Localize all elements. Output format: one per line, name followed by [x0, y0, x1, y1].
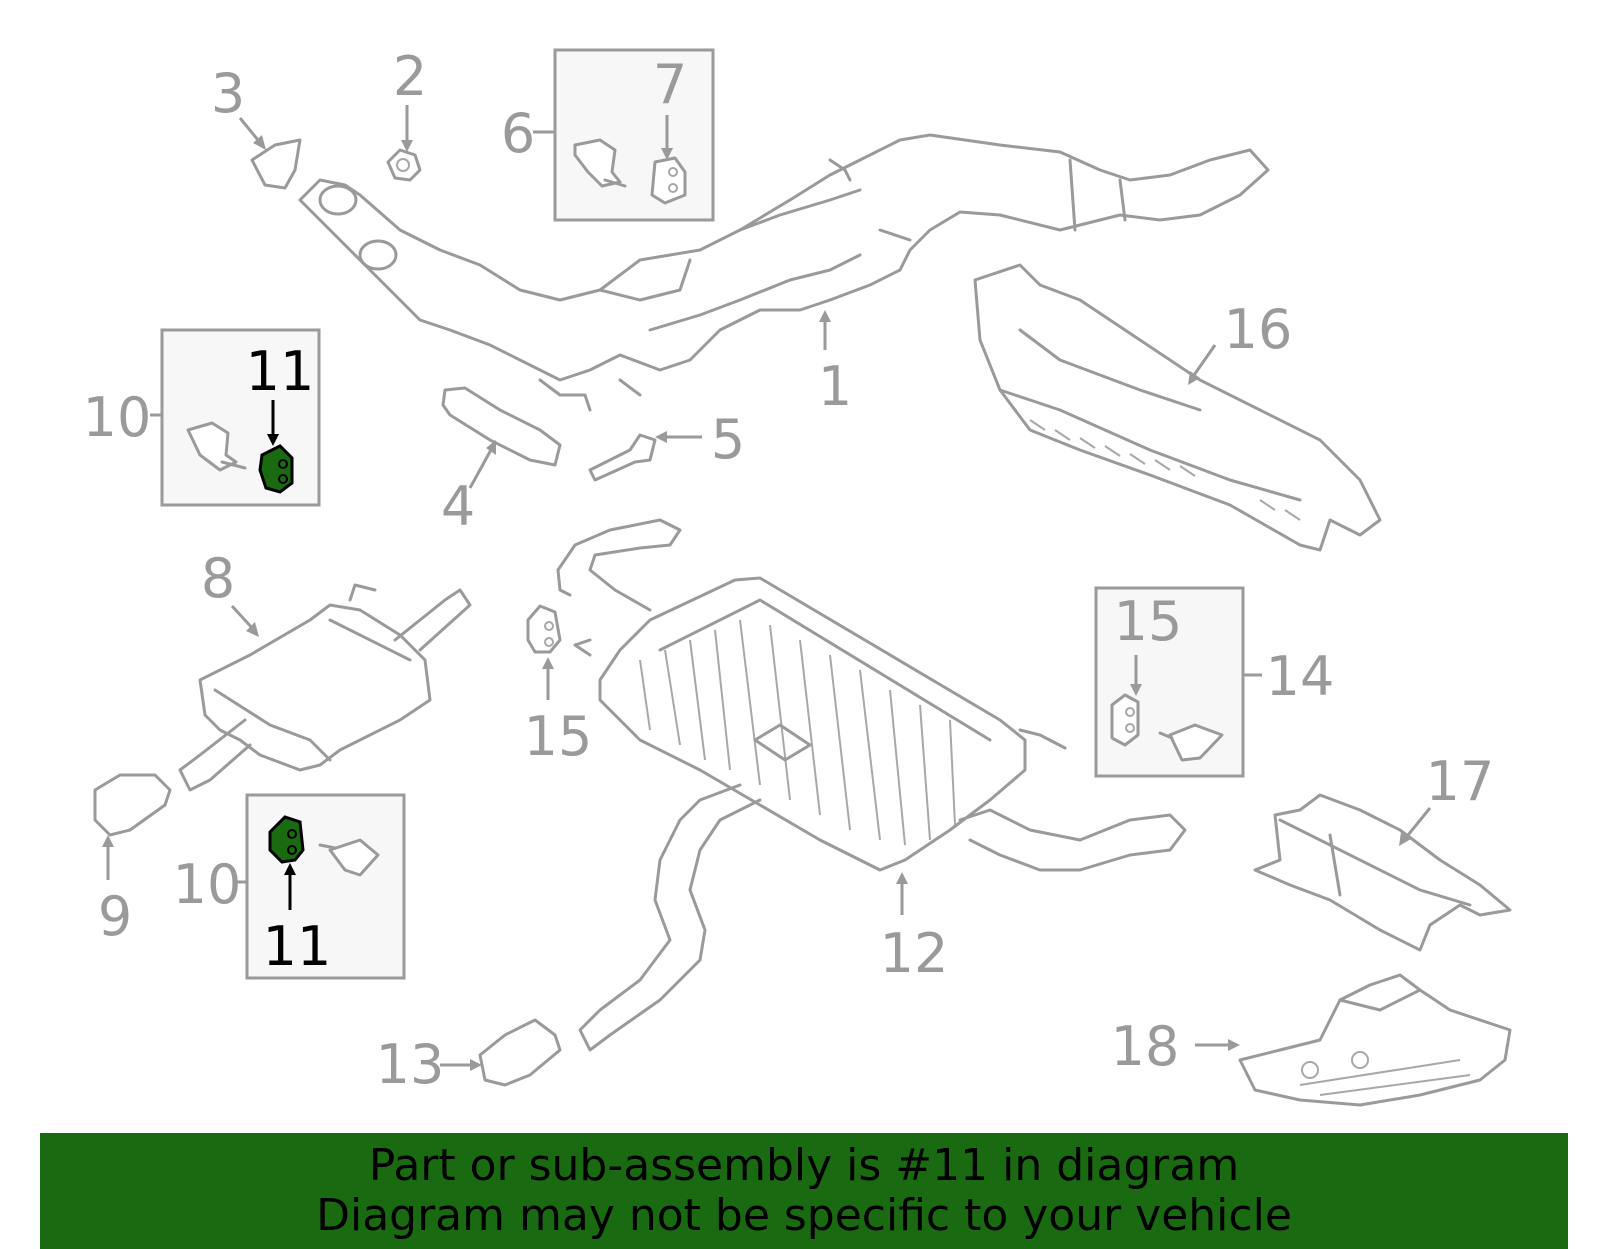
- callout-2: 2: [393, 45, 427, 108]
- part-2: [386, 148, 422, 182]
- callout-6: 6: [501, 102, 535, 165]
- part-8: [178, 583, 472, 792]
- part-17: [1253, 793, 1512, 952]
- callout-13: 13: [376, 1033, 445, 1096]
- callout-3: 3: [211, 62, 245, 125]
- bracket-insulator-highlight-2: [268, 815, 305, 864]
- callout-8: 8: [201, 547, 235, 610]
- part-1: [298, 133, 1270, 412]
- callout-12: 12: [880, 922, 949, 985]
- callout-11-bottom: 11: [263, 915, 332, 978]
- part-3: [250, 138, 302, 190]
- box-14: [1094, 586, 1262, 778]
- callout-10-top: 10: [83, 386, 152, 449]
- callout-14: 14: [1266, 645, 1335, 708]
- callout-15-right: 15: [1114, 590, 1183, 653]
- callout-15-middle: 15: [524, 705, 593, 768]
- callout-5: 5: [711, 408, 745, 471]
- part-13: [478, 1018, 562, 1087]
- callout-17: 17: [1426, 750, 1495, 813]
- part-9: [93, 773, 172, 837]
- box-6: [533, 48, 715, 222]
- part-4: [441, 386, 562, 467]
- callout-11-top: 11: [246, 340, 315, 403]
- box-10-bottom: [236, 793, 406, 980]
- bracket-insulator-highlight: [258, 444, 294, 494]
- callout-9: 9: [98, 885, 132, 948]
- box-10-top: [150, 328, 321, 507]
- callout-16: 16: [1224, 298, 1293, 361]
- part-16: [973, 263, 1382, 552]
- callout-18: 18: [1111, 1015, 1180, 1078]
- callout-1: 1: [818, 355, 852, 418]
- banner-line-2: Diagram may not be specific to your vehi…: [316, 1190, 1292, 1241]
- part-15-middle: [526, 604, 562, 654]
- banner-line-1: Part or sub-assembly is #11 in diagram: [368, 1140, 1240, 1191]
- callout-4: 4: [441, 475, 475, 538]
- callout-7: 7: [653, 53, 687, 116]
- callout-10-bottom: 10: [173, 853, 242, 916]
- part-18: [1238, 973, 1512, 1107]
- part-5: [588, 433, 657, 482]
- part-info-banner: Part or sub-assembly is #11 in diagram D…: [40, 1133, 1568, 1249]
- part-12: [556, 518, 1187, 1052]
